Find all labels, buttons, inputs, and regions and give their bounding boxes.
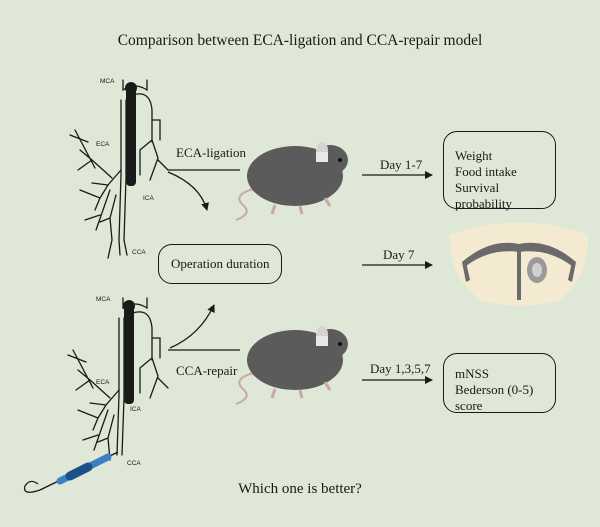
figure-question: Which one is better? [238, 481, 362, 497]
outcome-weight: Weight [455, 148, 493, 163]
filament-icon [124, 304, 134, 404]
day-7-label: Day 7 [383, 247, 415, 262]
filament-icon [126, 86, 136, 186]
outcome-food-intake: Food intake [455, 164, 517, 179]
operation-duration-label: Operation duration [171, 256, 270, 271]
day-1357-label: Day 1,3,5,7 [370, 361, 431, 376]
cca-repair-label: CCA-repair [176, 363, 238, 378]
operation-duration-box: Operation duration [158, 244, 282, 284]
mouse-icon-top [235, 142, 348, 221]
eca-ligation-label: ECA-ligation [176, 145, 247, 160]
eca-label-bottom: ECA [96, 379, 110, 386]
cca-label-top: CCA [132, 249, 146, 256]
outcome-bederson: Bederson (0-5) score [455, 382, 534, 413]
mca-label-top: MCA [100, 78, 115, 85]
top-curved-arrow [167, 171, 209, 211]
brain-section-icon [449, 222, 589, 306]
mouse-icon-bottom [235, 326, 348, 405]
mca-label-bottom: MCA [96, 296, 111, 303]
outcome-survival: Survival probability [455, 180, 513, 211]
figure-title: Comparison between ECA-ligation and CCA-… [117, 32, 483, 49]
eca-ligation-vessel-diagram [69, 79, 169, 259]
suture-catheter-icon [23, 451, 119, 493]
ica-label-bottom: ICA [130, 406, 141, 413]
ica-label-top: ICA [143, 195, 154, 202]
neuro-outcomes-box: mNSS Bederson (0-5) score [443, 353, 556, 413]
day-1-7-label: Day 1-7 [380, 157, 423, 172]
eca-label-top: ECA [96, 141, 110, 148]
outcome-mnss: mNSS [455, 366, 489, 381]
general-outcomes-box: Weight Food intake Survival probability [443, 131, 556, 211]
cca-repair-vessel-diagram [67, 297, 169, 461]
cca-label-bottom: CCA [127, 460, 141, 467]
bottom-curved-arrow [169, 304, 215, 349]
